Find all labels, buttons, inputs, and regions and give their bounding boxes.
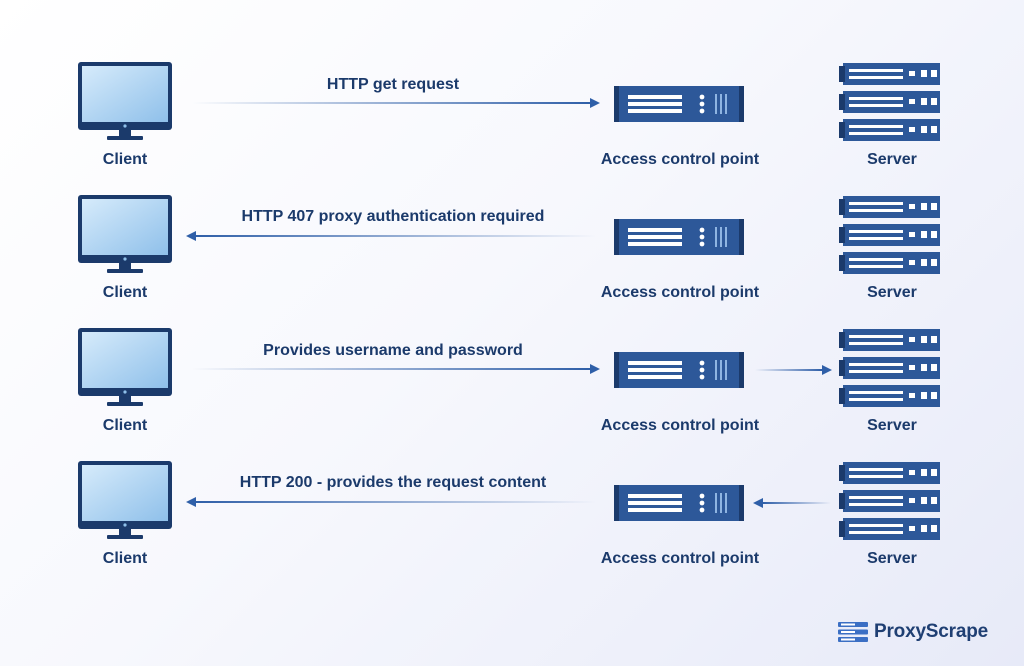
server-label: Server [867, 550, 917, 567]
message-label: Provides username and password [263, 342, 523, 359]
access-point-icon [614, 86, 744, 122]
message-label: HTTP get request [326, 76, 460, 93]
monitor-icon [78, 62, 172, 140]
server-stack-icon [839, 329, 940, 407]
server-stack-icon [839, 196, 940, 274]
client-label: Client [102, 417, 148, 434]
access-point-label: Access control point [600, 550, 760, 567]
server-label: Server [867, 151, 917, 168]
arrow-left-icon [753, 498, 831, 508]
server-stack-icon [839, 63, 940, 141]
access-point-label: Access control point [600, 284, 760, 301]
arrow-left-icon [186, 497, 596, 507]
server-label: Server [867, 284, 917, 301]
server-label: Server [867, 417, 917, 434]
brand-name: ProxyScrape [874, 621, 988, 642]
client-label: Client [102, 550, 148, 567]
brand-logo: ProxyScrape [838, 620, 988, 644]
arrow-right-icon [755, 365, 832, 375]
arrow-right-icon [192, 98, 600, 108]
monitor-icon [78, 328, 172, 406]
access-point-label: Access control point [600, 151, 760, 168]
client-label: Client [102, 284, 148, 301]
access-point-icon [614, 485, 744, 521]
flow-row-2: Client HTTP 407 proxy authentication req… [0, 133, 1024, 301]
message-label: HTTP 407 proxy authentication required [241, 208, 545, 225]
monitor-icon [78, 461, 172, 539]
monitor-icon [78, 195, 172, 273]
access-point-icon [614, 219, 744, 255]
client-label: Client [102, 151, 148, 168]
flow-row-1: Client HTTP get request Access control p… [0, 0, 1024, 168]
message-label: HTTP 200 - provides the request content [239, 474, 547, 491]
flow-row-4: Client HTTP 200 - provides the request c… [0, 399, 1024, 567]
server-stack-icon [839, 462, 940, 540]
arrow-right-icon [192, 364, 600, 374]
access-point-icon [614, 352, 744, 388]
flow-row-3: Client Provides username and password Ac… [0, 266, 1024, 434]
server-stack-logo-icon [838, 622, 868, 642]
access-point-label: Access control point [600, 417, 760, 434]
arrow-left-icon [186, 231, 596, 241]
